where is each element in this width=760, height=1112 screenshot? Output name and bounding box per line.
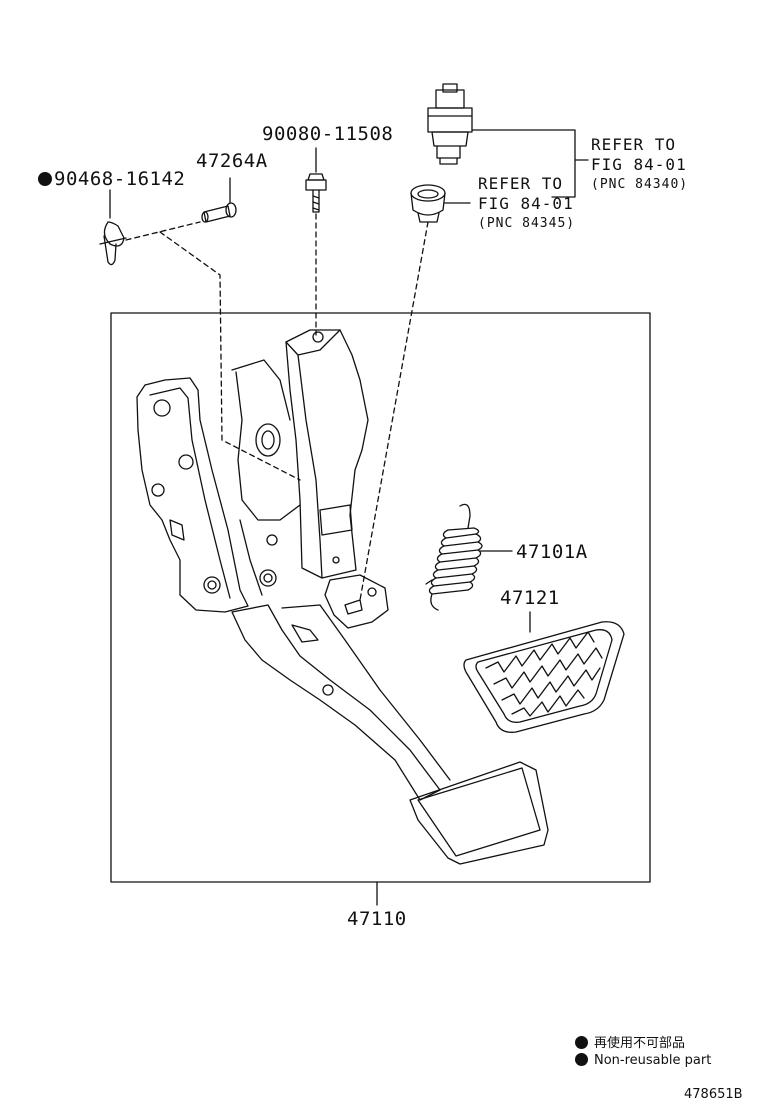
cushion-ref-line2: FIG 84-01 — [478, 194, 574, 213]
assembly-frame — [110, 312, 651, 883]
pad-part-number: 47121 — [500, 587, 560, 609]
stopper-plate — [324, 574, 389, 629]
pedal-arm — [231, 604, 451, 801]
assembly-part-number: 47110 — [347, 908, 407, 930]
pedal-housing — [231, 329, 369, 596]
clip-part — [99, 221, 127, 266]
pedal-foot — [409, 761, 549, 865]
install-lines — [125, 213, 429, 601]
non-reusable-dot-icon — [38, 172, 52, 186]
non-reusable-dot-icon — [575, 1036, 588, 1049]
pedal-bracket — [136, 377, 249, 613]
stop-switch-ref-pnc: (PNC 84340) — [591, 177, 689, 192]
figure-id: 478651B — [684, 1087, 743, 1102]
non-reusable-dot-icon — [575, 1053, 588, 1066]
pedal-pad-part — [463, 621, 625, 733]
pin-part-number: 47264A — [196, 150, 268, 172]
cushion-ref-line1: REFER TO — [478, 174, 564, 193]
return-spring-part — [425, 503, 483, 611]
cushion-ref-pnc: (PNC 84345) — [478, 216, 576, 231]
clip-part-number: 90468-16142 — [38, 168, 185, 190]
cushion-part — [410, 184, 446, 223]
bolt-part-number: 90080-11508 — [262, 123, 394, 145]
stop-switch-ref-line2: FIG 84-01 — [591, 155, 687, 174]
legend-japanese: 再使用不可部品 — [575, 1032, 685, 1051]
stop-switch-ref-line1: REFER TO — [591, 135, 677, 154]
spring-part-number: 47101A — [516, 541, 588, 563]
legend-english: Non-reusable part — [575, 1053, 711, 1068]
bolt-part — [305, 173, 327, 213]
stop-switch-ref-bracket — [471, 129, 576, 198]
pin-part — [201, 202, 237, 223]
stop-lamp-switch-part — [427, 83, 473, 165]
